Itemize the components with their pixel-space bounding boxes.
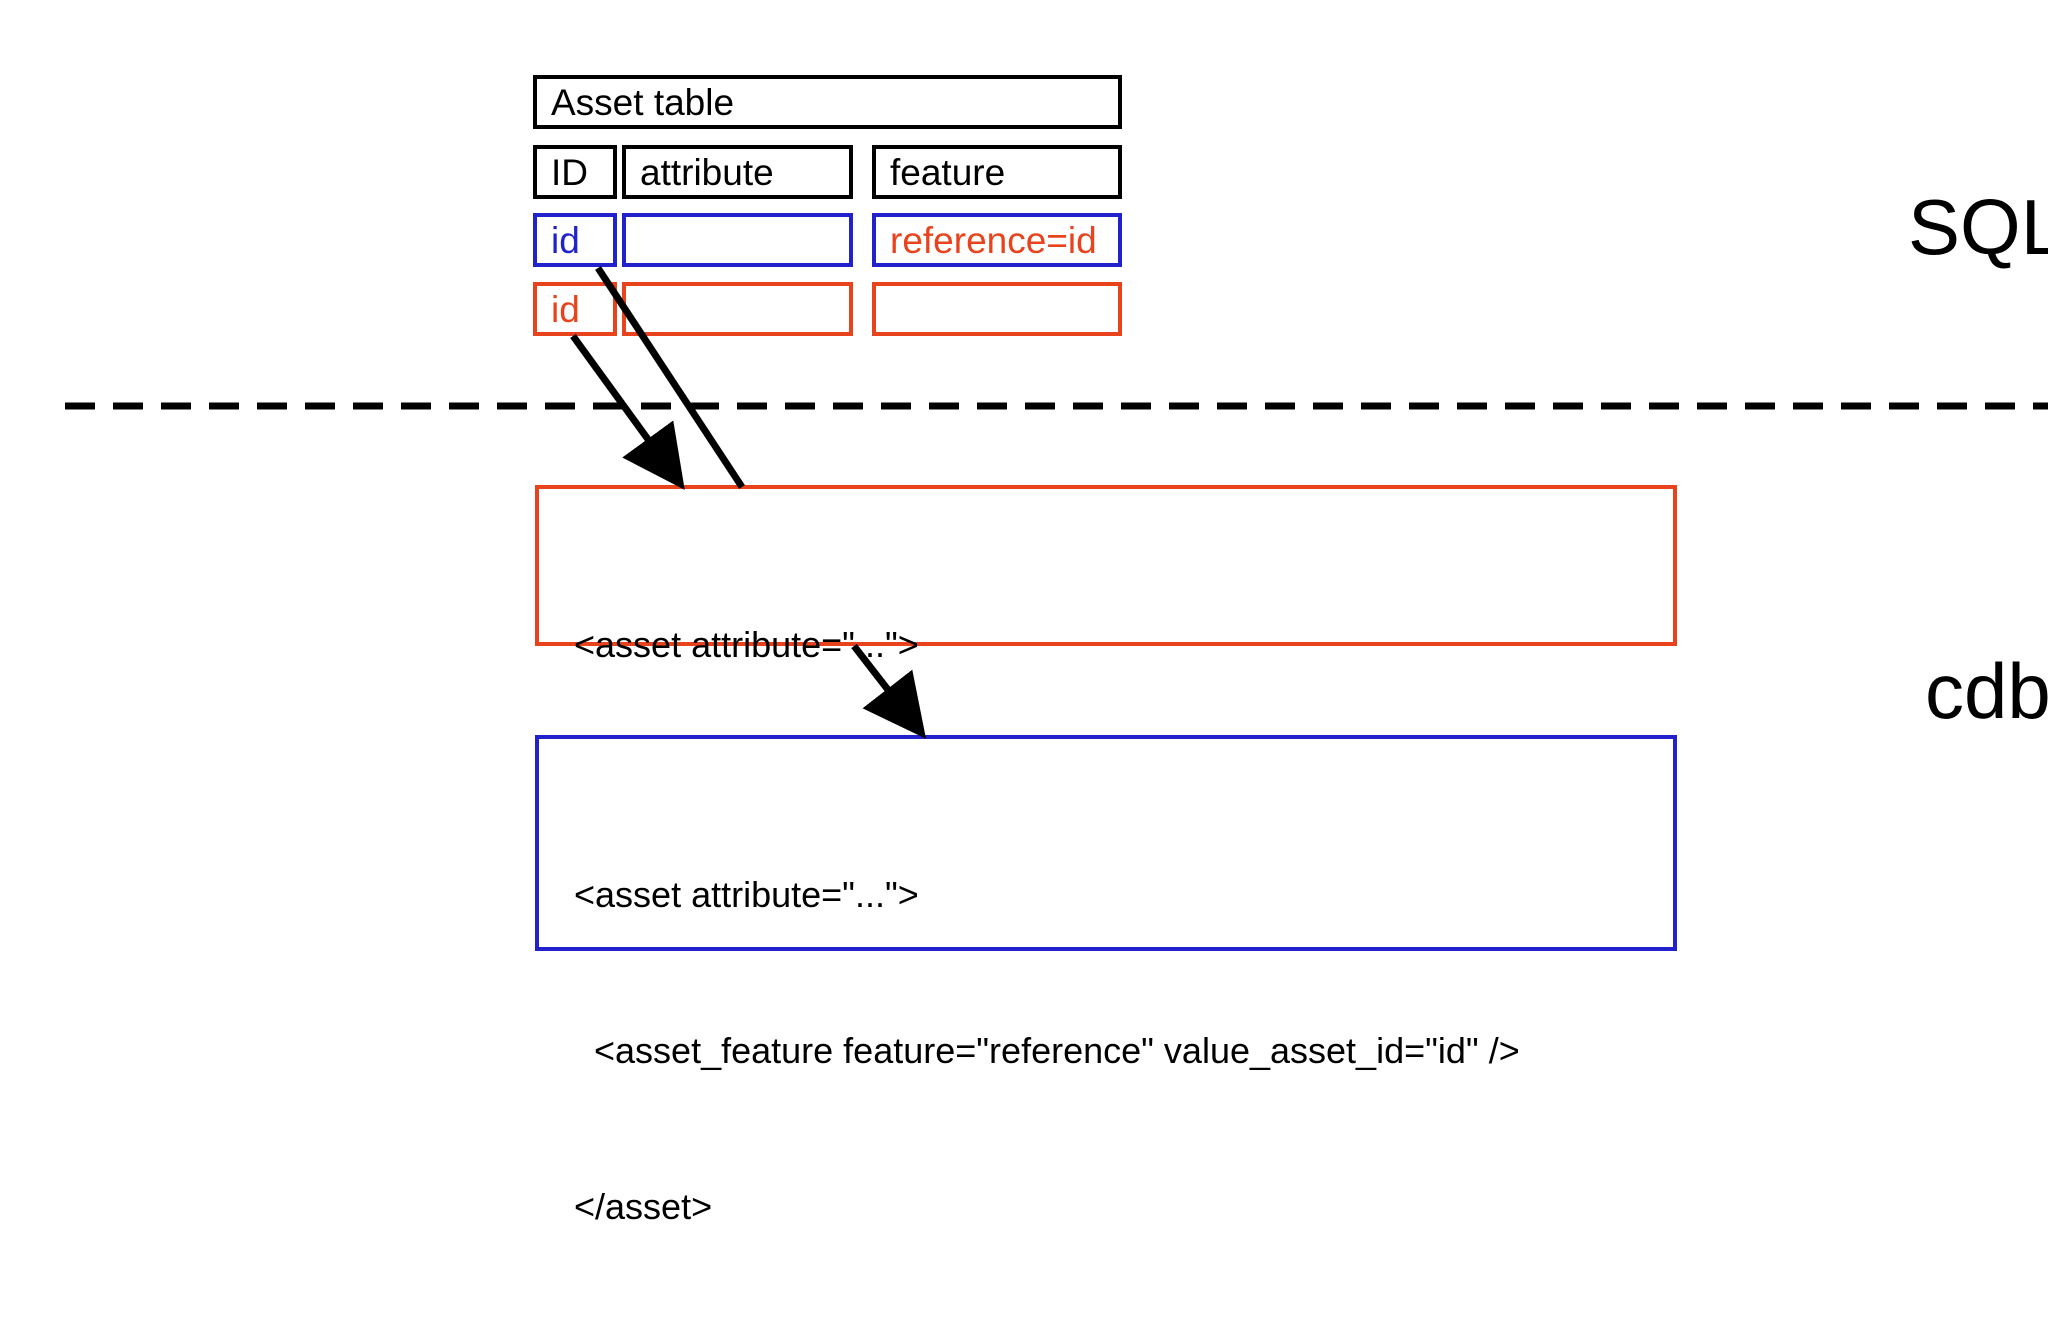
cdb-red-asset-snippet-box: <asset attribute="..."> </asset>	[535, 485, 1677, 821]
column-header-attribute: attribute	[622, 145, 853, 199]
red-row-id-label: id	[551, 288, 580, 330]
blue-row-feature-label: reference=id	[890, 219, 1097, 261]
column-header-feature: feature	[872, 145, 1122, 199]
red-row-cell-feature	[872, 282, 1122, 336]
blue-row-cell-attribute	[622, 213, 853, 267]
column-header-id-label: ID	[551, 151, 588, 193]
red-row-cell-attribute	[622, 282, 853, 336]
cdb-blue-asset-snippet-box: <asset attribute="..."> <asset_feature f…	[535, 735, 1677, 1227]
asset-table-title-box: Asset table	[533, 75, 1122, 129]
blue-row-cell-id: id	[533, 213, 617, 267]
column-header-feature-label: feature	[890, 151, 1006, 193]
cdb-red-asset-line-1: <asset attribute="...">	[574, 624, 919, 665]
region-label-sql: SQL	[1908, 183, 2048, 271]
diagram-canvas: Asset table ID attribute feature id refe…	[65, 75, 2048, 1227]
cdb-blue-asset-line-1: <asset attribute="...">	[574, 874, 919, 915]
cdb-blue-asset-line-2: <asset_feature feature="reference" value…	[574, 1030, 1520, 1071]
cdb-blue-asset-line-3: </asset>	[574, 1186, 713, 1227]
asset-table-title-label: Asset table	[551, 81, 735, 123]
blue-row-cell-feature: reference=id	[872, 213, 1122, 267]
region-label-cdb: cdb	[1925, 647, 2048, 735]
column-header-id: ID	[533, 145, 617, 199]
blue-row-id-label: id	[551, 219, 580, 261]
connector-red-id-to-red-box	[570, 333, 685, 490]
column-header-attribute-label: attribute	[640, 151, 774, 193]
red-row-cell-id: id	[533, 282, 617, 336]
